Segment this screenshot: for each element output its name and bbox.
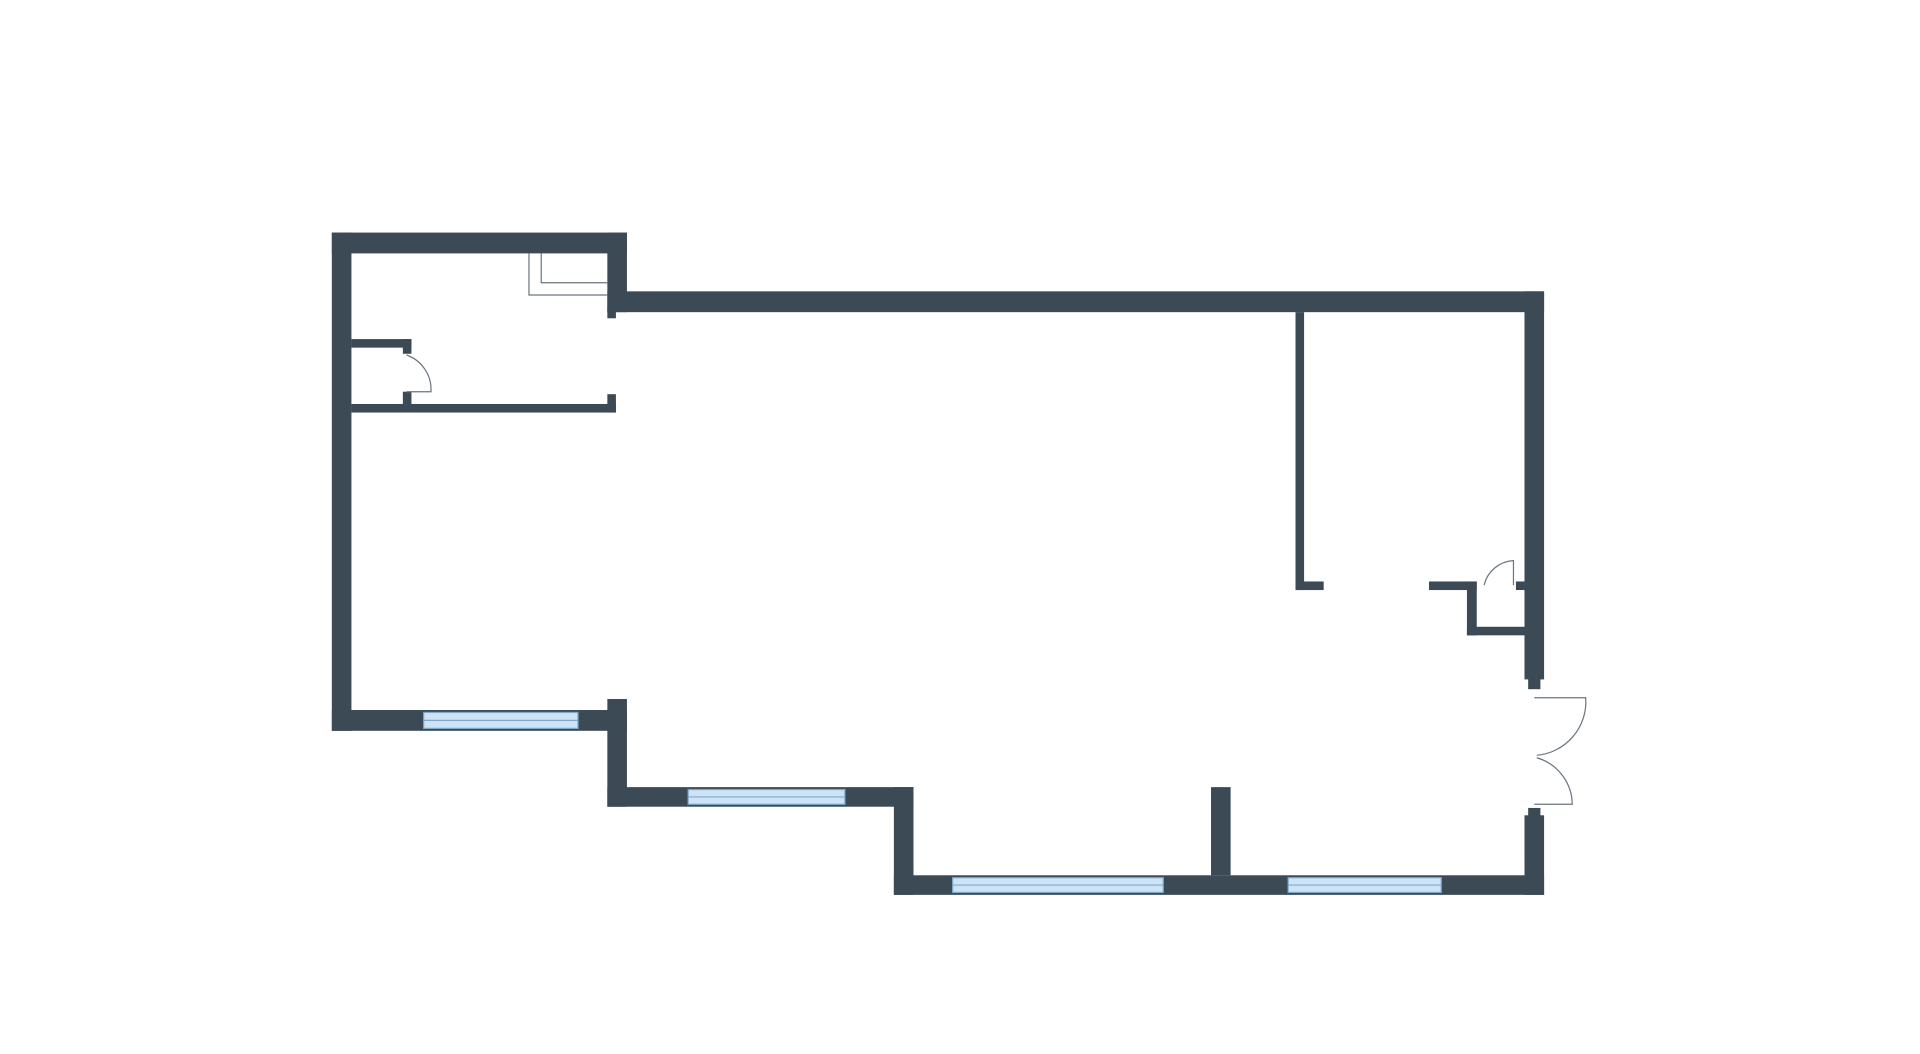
wall-top-main [607,291,1545,313]
wall-closet-side [1466,581,1477,636]
wall-right-lower-stub [1528,807,1541,818]
wall-right-upper [1524,291,1545,680]
wall-wc-top [351,339,412,348]
wall-left [331,232,352,731]
door-closet [1483,560,1515,586]
wall-wc-stub-bottom [402,391,412,407]
wall-inner-stub [1211,787,1231,876]
window-4 [1287,877,1442,894]
windows [423,711,1442,894]
wall-wc-bottom [351,403,616,413]
wall-right-lower [1524,815,1545,895]
wall-right-stub [1528,676,1541,690]
window-1 [423,711,579,729]
walls [331,232,1545,895]
wall-closet-top [1428,581,1477,591]
wall-partition [1295,312,1305,591]
door-entrance-upper [1534,697,1587,756]
doors [406,253,1587,805]
wall-wc-end-stub [607,394,616,413]
door-wc [406,354,432,393]
wall-closet-stub [1515,581,1525,591]
wall-top-left [331,232,627,254]
wall-wc-stub-top [402,339,412,354]
window-2 [687,788,846,805]
wall-partition-foot [1295,581,1324,591]
wall-step-3 [893,787,914,895]
wall-closet-bottom [1466,626,1525,636]
door-entrance-lower [1534,757,1573,805]
window-3 [952,877,1164,894]
shaft-outline [528,253,608,296]
